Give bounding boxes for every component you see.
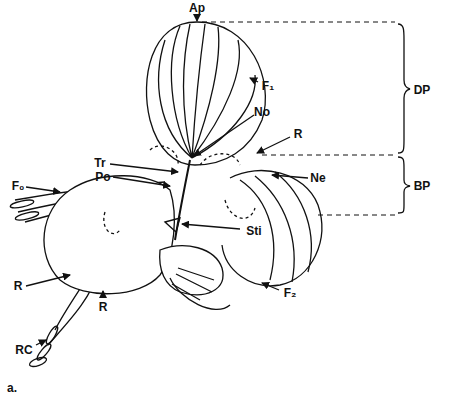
part-label: R [14,280,23,292]
part-label: R [294,128,303,140]
part-label: Ne [310,172,325,184]
part-label: a. [7,382,17,394]
part-label: DP [414,84,431,96]
part-label: F₂ [284,287,297,299]
part-label: F₁ [262,80,274,92]
part-label: Tr [94,157,105,169]
part-label: R [99,301,108,313]
part-label: F₀ [12,180,25,192]
part-label: Po [95,171,110,183]
part-label: RC [15,344,32,356]
part-label: Sti [246,225,261,237]
part-label: BP [414,180,431,192]
part-label: No [254,106,270,118]
part-label: Ap [189,2,205,14]
